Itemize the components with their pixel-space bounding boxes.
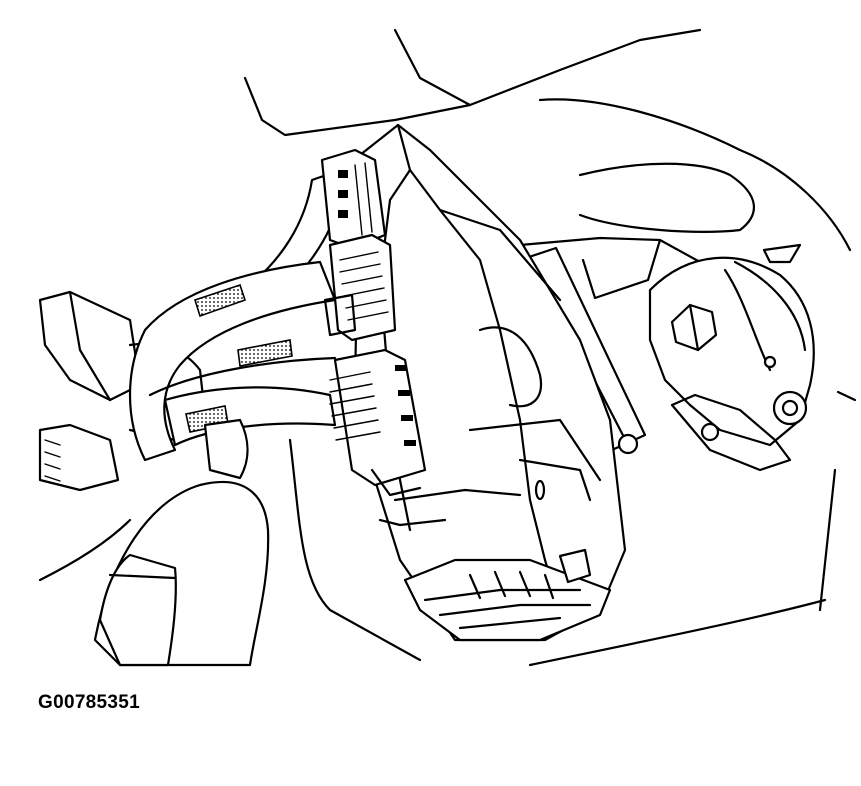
- dashboard-outline: [243, 28, 852, 300]
- wiring-harness: [128, 170, 342, 480]
- control-module: [353, 123, 627, 642]
- lower-panel-outline: [38, 438, 837, 667]
- right-mounting-bracket: [648, 243, 857, 472]
- steering-column-tube: [93, 480, 270, 667]
- middle-connector: [323, 233, 397, 342]
- left-relay-block: [38, 290, 207, 492]
- figure-id-label: G00785351: [38, 692, 141, 713]
- lower-connector: [329, 348, 427, 497]
- upper-connector: [320, 148, 387, 250]
